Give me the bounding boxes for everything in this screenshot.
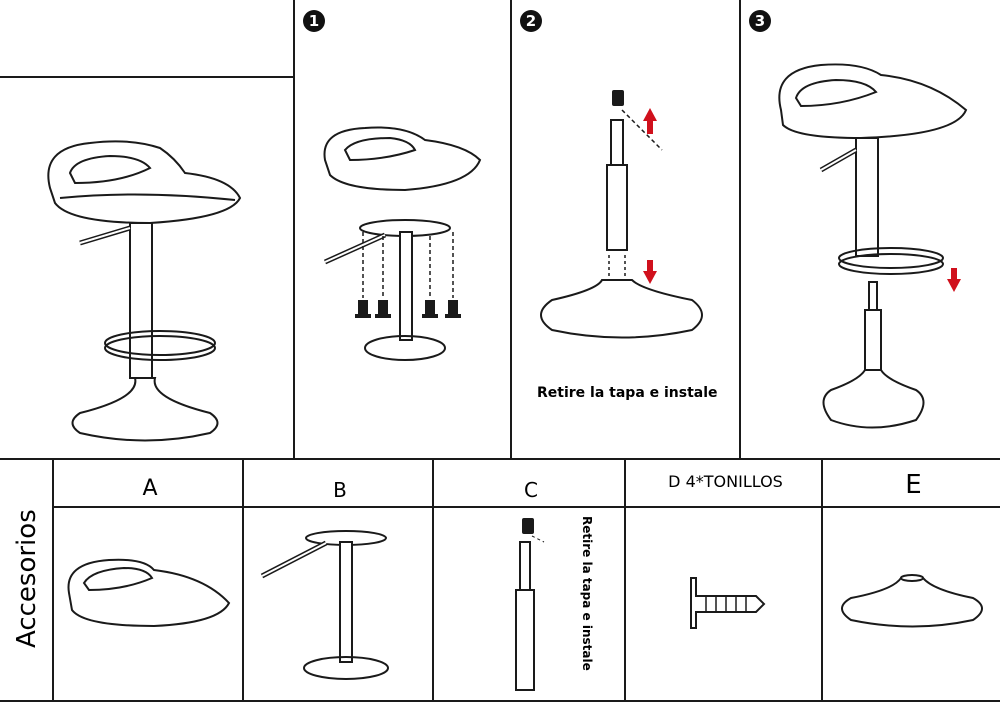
accessory-a-label: A — [54, 476, 246, 501]
accessory-b-label: B — [244, 478, 436, 502]
accessory-c-panel: Retire la tapa e instale — [432, 506, 626, 702]
accessory-c-label: C — [434, 478, 628, 502]
accessory-e-label: E — [823, 470, 1000, 500]
accessory-b-header: B — [242, 458, 434, 508]
assembled-stool-drawing — [0, 78, 297, 462]
accessory-a-panel — [52, 506, 244, 702]
stool-base-icon — [823, 508, 1000, 704]
step-1-panel: 1 — [293, 0, 512, 460]
accessories-title: Accesorios — [12, 509, 42, 648]
accessory-b-panel — [242, 506, 434, 702]
accessory-c-caption: Retire la tapa e instale — [580, 516, 594, 671]
down-arrow-icon — [643, 260, 657, 284]
step-3-panel: 3 — [739, 0, 1000, 460]
stool-seat-icon — [54, 508, 246, 704]
accessory-c-header: C — [432, 458, 626, 508]
accessory-e-panel — [821, 506, 1000, 702]
step-3-drawing — [741, 0, 1000, 462]
step-2-panel: 2 Retire la tapa e instale — [510, 0, 741, 460]
accessory-e-header: E — [821, 458, 1000, 508]
accessory-a-header: A — [52, 458, 244, 508]
screw-icon — [626, 508, 825, 704]
blank-header-panel — [0, 0, 295, 78]
accessory-d-header: D 4*TONILLOS — [624, 458, 823, 508]
accessory-d-panel — [624, 506, 823, 702]
accessories-side-panel: Accesorios — [0, 458, 54, 702]
stool-column-icon — [244, 508, 436, 704]
accessory-d-label: D 4*TONILLOS — [626, 472, 825, 491]
assembled-stool-panel — [0, 76, 295, 460]
gas-cylinder-icon — [434, 508, 628, 704]
up-arrow-icon — [643, 108, 657, 134]
step-2-caption: Retire la tapa e instale — [537, 385, 718, 401]
step-1-drawing — [295, 0, 514, 462]
down-arrow-icon — [947, 268, 961, 292]
